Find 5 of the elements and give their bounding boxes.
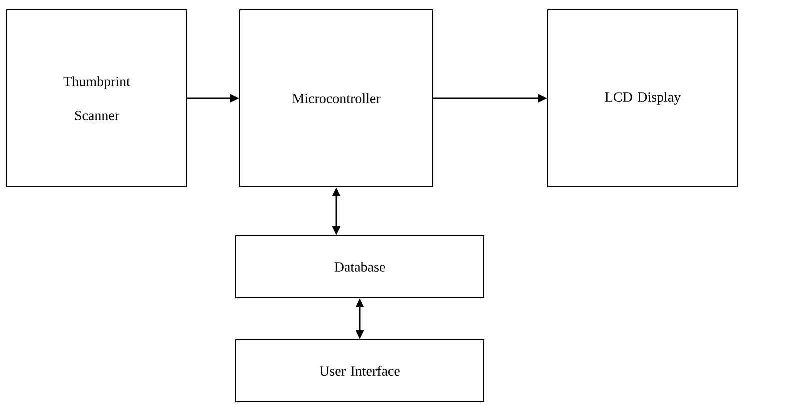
block-box: Database xyxy=(236,236,484,298)
block-box: Microcontroller xyxy=(240,10,434,188)
block-box: User Interface xyxy=(236,340,484,402)
block-box: Thumbprint Scanner xyxy=(6,10,188,188)
block-box: LCD Display xyxy=(548,10,738,188)
